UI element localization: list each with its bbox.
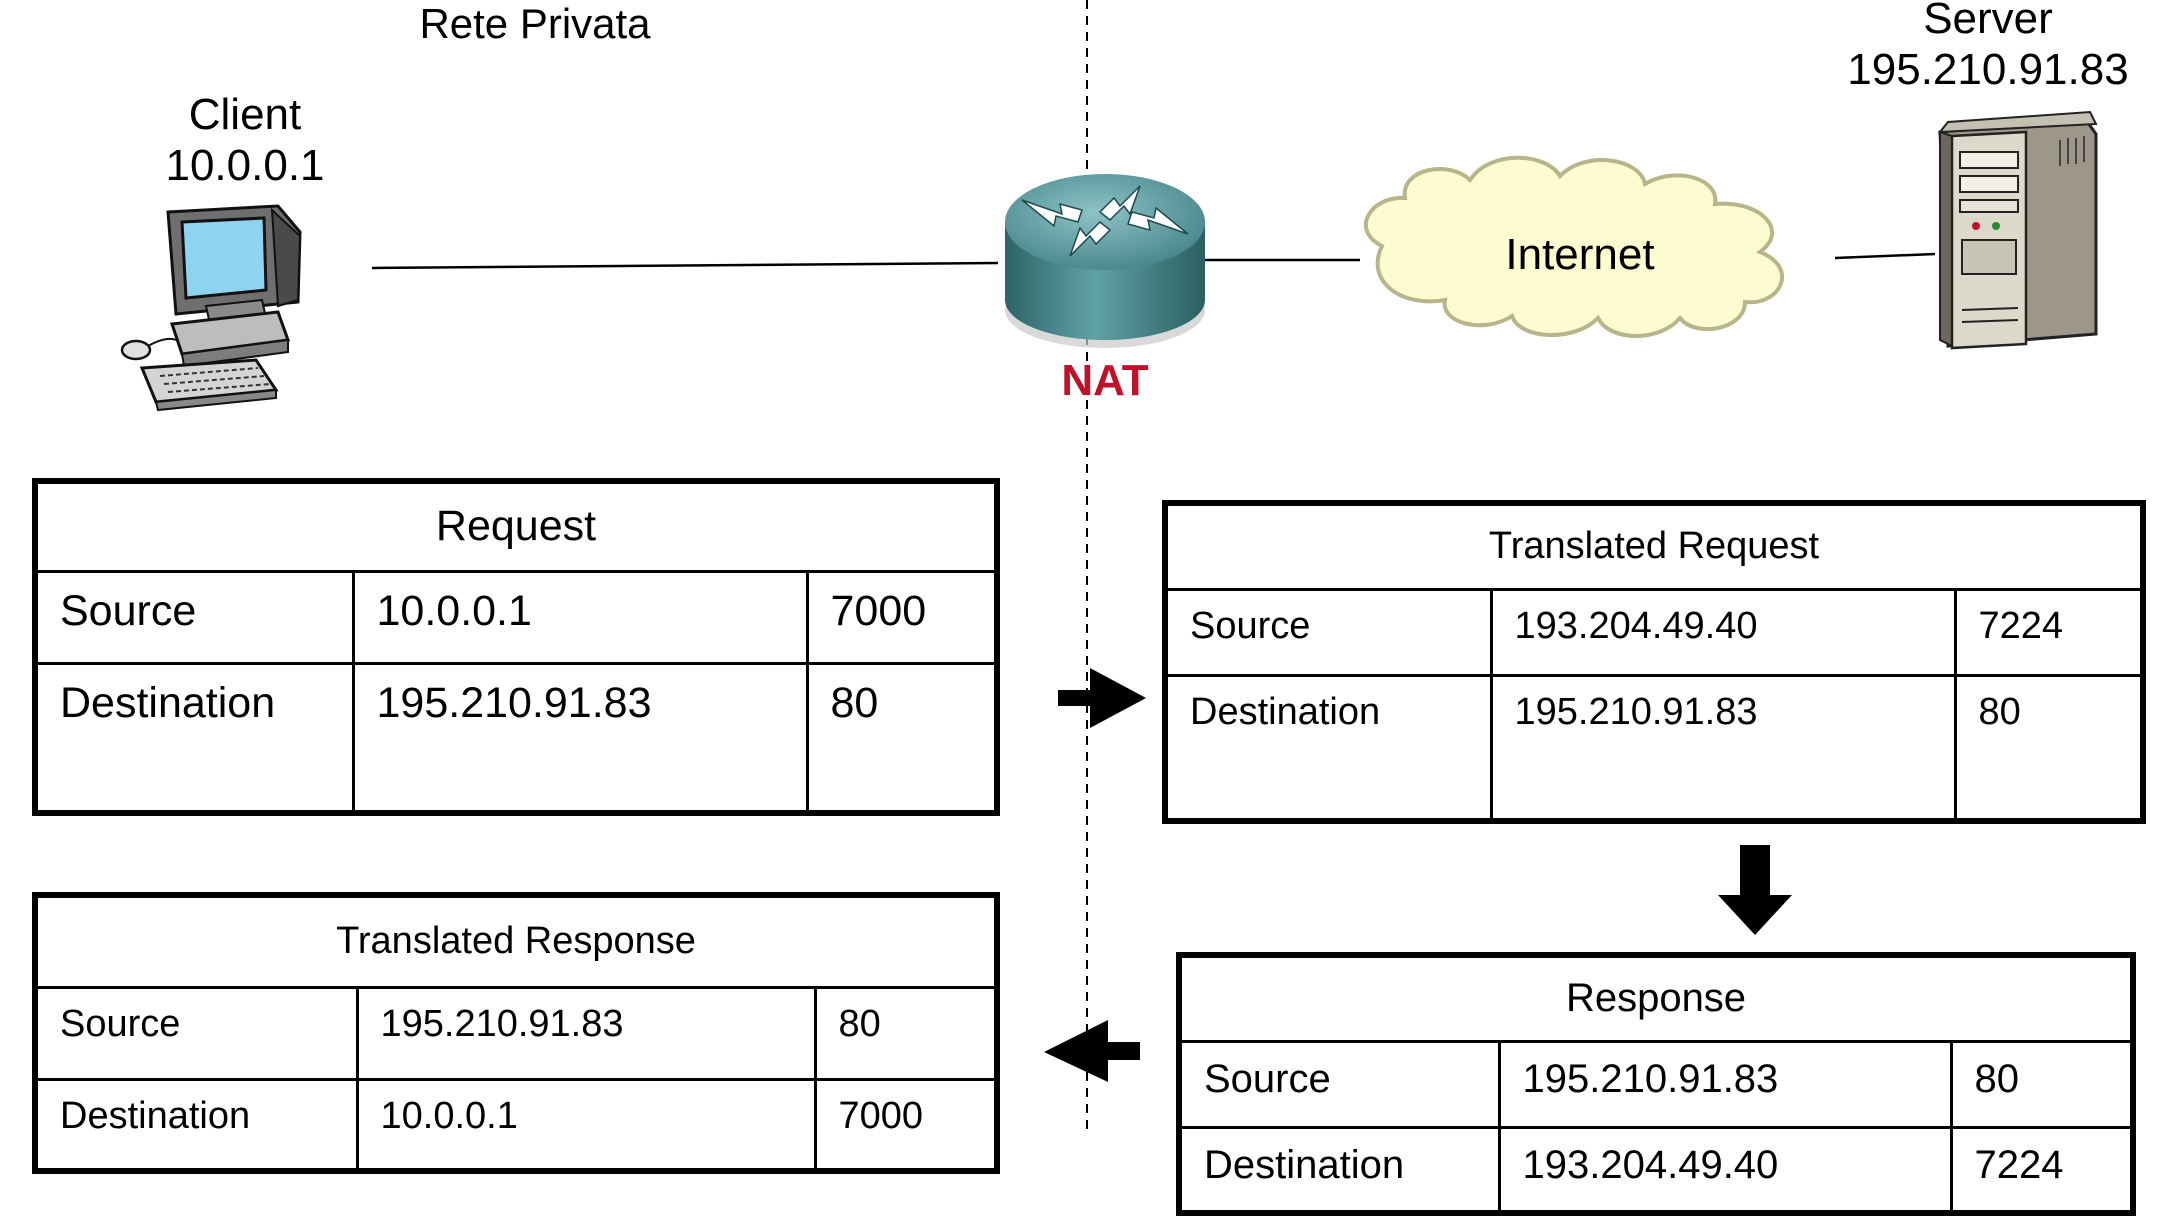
translated-response-source-ip: 195.210.91.83: [355, 985, 817, 1081]
request-table: Request Source 10.0.0.1 7000 Destination…: [32, 478, 1000, 816]
response-source-ip: 195.210.91.83: [1497, 1039, 1953, 1129]
router-icon: [1005, 174, 1205, 348]
request-destination-port: 80: [805, 661, 999, 815]
request-source-label: Source: [33, 569, 355, 665]
translated-request-source-ip: 193.204.49.40: [1489, 587, 1957, 677]
translated-request-source-port: 7224: [1953, 587, 2145, 677]
internet-label: Internet: [1505, 230, 1655, 279]
cloud-icon: [1363, 155, 1785, 338]
translated-request-table: Translated Request Source 193.204.49.40 …: [1162, 500, 2146, 824]
translated-request-source-label: Source: [1163, 587, 1493, 677]
translated-request-destination-ip: 195.210.91.83: [1489, 673, 1957, 823]
nat-label: NAT: [1061, 356, 1149, 405]
translated-response-title: Translated Response: [33, 893, 999, 989]
request-destination-label: Destination: [33, 661, 355, 815]
response-source-label: Source: [1177, 1039, 1501, 1129]
client-ip: 10.0.0.1: [165, 140, 325, 190]
response-table: Response Source 195.210.91.83 80 Destina…: [1176, 952, 2136, 1216]
translated-response-source-label: Source: [33, 985, 359, 1081]
server-label: Server 195.210.91.83: [1838, 0, 2138, 95]
request-source-port: 7000: [805, 569, 999, 665]
client-router-link: [371, 261, 999, 270]
computer-icon: [120, 204, 302, 412]
request-title: Request: [33, 479, 999, 573]
server-icon: [1937, 110, 2098, 350]
translated-response-destination-label: Destination: [33, 1077, 359, 1173]
response-title: Response: [1177, 953, 2135, 1043]
response-source-port: 80: [1949, 1039, 2135, 1129]
arrow-right-icon: [1058, 668, 1146, 728]
translated-request-destination-label: Destination: [1163, 673, 1493, 823]
translated-response-destination-ip: 10.0.0.1: [355, 1077, 817, 1173]
server-name: Server: [1923, 0, 2053, 43]
response-destination-port: 7224: [1949, 1125, 2135, 1215]
request-source-ip: 10.0.0.1: [351, 569, 809, 665]
client-name: Client: [188, 90, 302, 139]
translated-response-source-port: 80: [813, 985, 999, 1081]
translated-request-destination-port: 80: [1953, 673, 2145, 823]
response-destination-ip: 193.204.49.40: [1497, 1125, 1953, 1215]
cloud-server-link: [1834, 252, 1936, 260]
client-label: Client 10.0.0.1: [120, 90, 370, 191]
arrow-down-icon: [1718, 845, 1792, 935]
translated-request-title: Translated Request: [1163, 501, 2145, 591]
translated-response-destination-port: 7000: [813, 1077, 999, 1173]
translated-response-table: Translated Response Source 195.210.91.83…: [32, 892, 1000, 1174]
arrow-left-icon: [1044, 1020, 1140, 1082]
response-destination-label: Destination: [1177, 1125, 1501, 1215]
server-ip: 195.210.91.83: [1847, 44, 2129, 94]
private-network-label: Rete Privata: [419, 0, 651, 47]
request-destination-ip: 195.210.91.83: [351, 661, 809, 815]
